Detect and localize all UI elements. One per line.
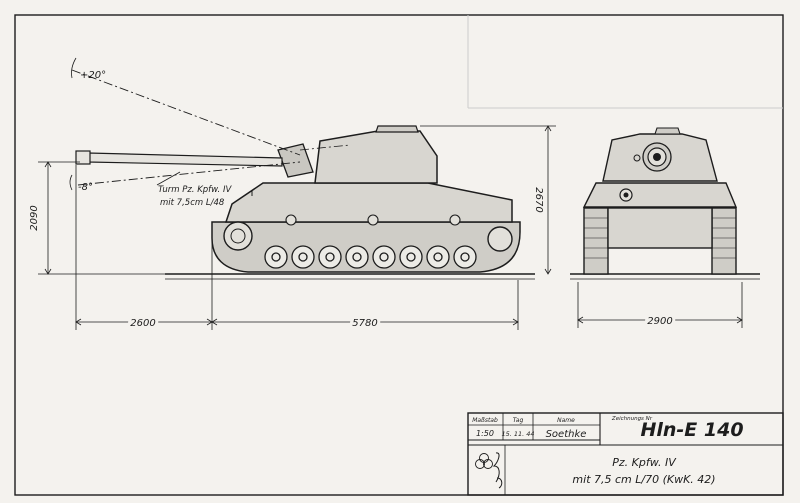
gun-bore [653,153,661,161]
front-cupola [654,127,681,135]
turret-note-line1: Turm Pz. Kpfw. IV [158,185,232,195]
return-roller [449,214,461,226]
value-name-signature: Soethke [546,429,587,440]
drive-sprocket [223,221,253,251]
gun-barrel [75,150,283,167]
header-name: Name [557,417,575,424]
checker-initials-signature [492,452,503,489]
return-roller [285,214,297,226]
note-leader [156,171,181,186]
dimension-hull-length-label: 5780 [352,318,377,329]
drawing-frame [14,14,784,496]
tank-side-view [75,125,521,273]
muzzle-brake [75,150,91,165]
hull-superstructure [224,182,513,223]
gun-mantlet [277,143,314,178]
dimension-width [577,282,743,328]
depression-angle-label: -8° [78,182,93,193]
dimension-height-total [420,125,556,275]
header-drawing-no: Zeichnungs Nr [611,416,653,422]
dimension-height-side [38,161,165,275]
return-roller [367,214,379,226]
tank-front-view [582,127,738,275]
road-wheels [264,245,477,269]
description-line1: Pz. Kpfw. IV [612,456,677,469]
dimension-length [75,165,519,330]
dimension-overhang-label: 2600 [130,318,155,329]
ground-line-front [570,273,760,280]
ground-line-side [165,273,535,280]
header-day: Tag [513,417,524,424]
elevation-angle-label: +20° [80,70,106,81]
commander-cupola [375,125,419,133]
value-scale: 1:50 [476,429,494,438]
elevation-lines [69,57,351,191]
left-track-front [583,207,609,275]
dimension-height-total-label: 2670 [533,187,544,212]
header-scale: Maßstab [472,417,498,424]
front-upper-hull [582,182,738,208]
idler-wheel [487,226,513,252]
right-track-front [711,207,737,275]
drawing-number: Hln-E 140 [640,419,743,441]
dimension-width-label: 2900 [647,316,672,327]
dimension-height-side-label: 2090 [29,205,40,230]
company-logo-icon [475,453,493,469]
description-line2: mit 7,5 cm L/70 (KwK. 42) [572,473,715,486]
turret [314,130,438,184]
turret-note-line2: mit 7,5cm L/48 [160,198,225,208]
value-day: 15. 11. 44 [501,430,534,438]
title-block [467,412,784,496]
front-lower-hull [607,207,713,249]
